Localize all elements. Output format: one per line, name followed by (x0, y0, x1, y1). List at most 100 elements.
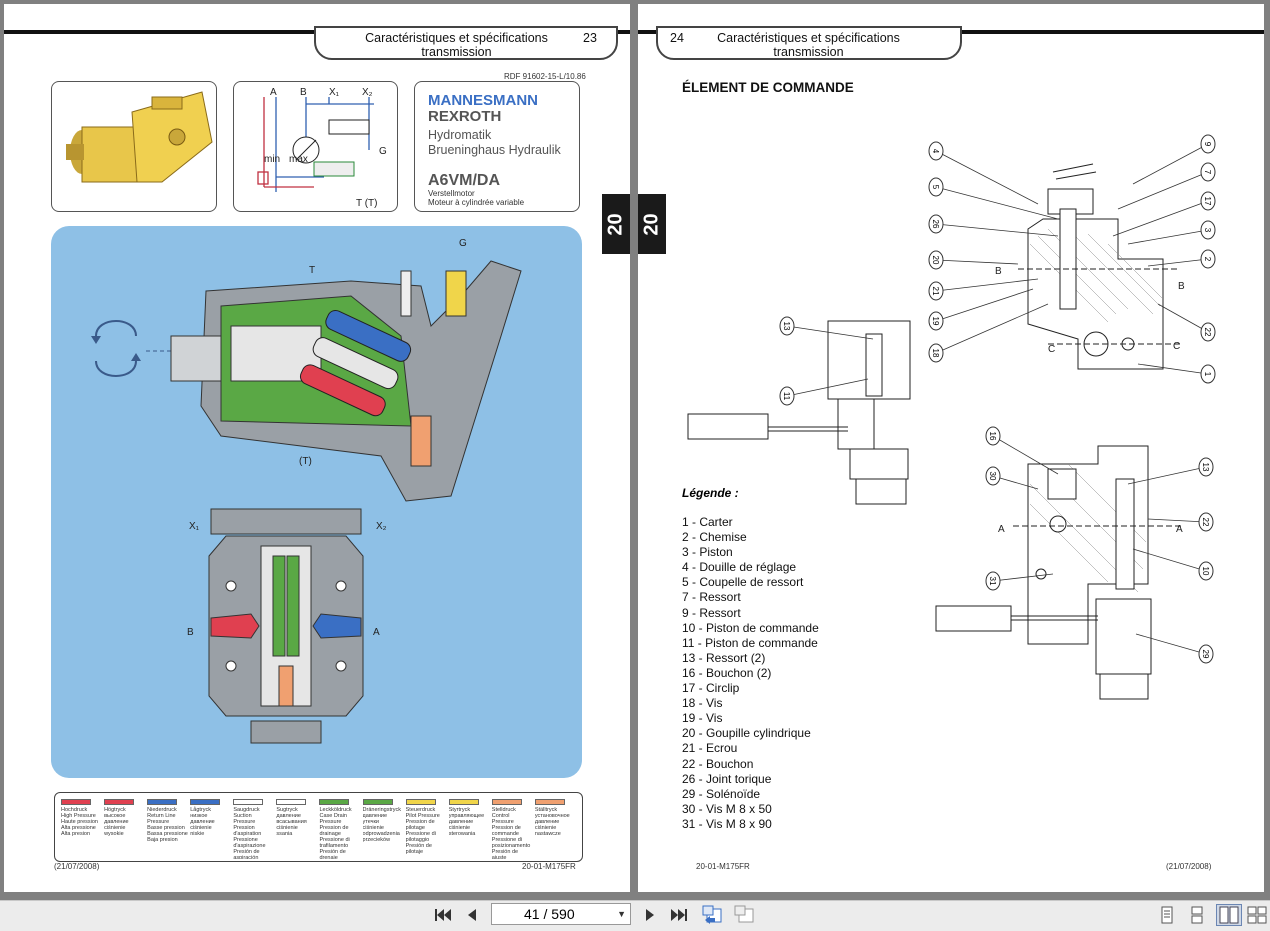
part-callout-number: 26 (931, 220, 940, 229)
pressure-legend-title: Sugtryck (276, 807, 298, 813)
part-callout: 13 (779, 316, 874, 340)
motor-photo-illustration (66, 91, 213, 183)
facing-pages-icon (1219, 906, 1239, 924)
part-callout: 4 (928, 141, 1039, 205)
pressure-legend-text: Suction Pressure Pression d'aspiration P… (233, 813, 266, 859)
part-callout: 31 (985, 571, 1054, 591)
first-page-icon (435, 909, 451, 921)
facing-view-button[interactable] (1216, 904, 1242, 926)
brand-line4: Brueninghaus Hydraulik (428, 143, 561, 157)
pressure-swatch (147, 799, 178, 805)
legend-item: 21 - Ecrou (682, 741, 738, 756)
pressure-swatch (405, 799, 436, 805)
part-callout: 18 (928, 303, 1049, 363)
schem-label-t: T (T) (356, 198, 377, 209)
part-callout: 19 (928, 288, 1034, 331)
cut-label-t: T (309, 265, 315, 276)
ref-code: RDF 91602-15-L/10.86 (504, 72, 586, 81)
schem-label-b: B (300, 87, 307, 98)
part-callout-number: 16 (988, 432, 997, 441)
page-number-value: 41 / 590 (524, 906, 575, 922)
pressure-legend-title: Saugdruck (233, 807, 260, 813)
part-callout-number: 22 (1201, 518, 1210, 527)
legend-item: 16 - Bouchon (2) (682, 665, 772, 680)
part-callout-number: 18 (931, 349, 940, 358)
section-mark-b2: B (1178, 281, 1185, 292)
go-forward-icon (734, 905, 754, 923)
first-page-button[interactable] (432, 905, 454, 925)
pressure-swatch (319, 799, 350, 805)
header-title-line1: Caractéristiques et spécifications (365, 31, 548, 45)
pressure-legend-text: установочное давление ciśnienie nastawcz… (534, 813, 570, 837)
pressure-legend-title: Styrtryck (448, 807, 471, 813)
pressure-legend-text: низкое давление ciśnienie niskie (190, 813, 215, 837)
part-callout-number: 13 (782, 322, 791, 331)
legend-item: 18 - Vis (682, 696, 723, 711)
part-callout: 11 (779, 378, 869, 406)
legend-item: 13 - Ressort (2) (682, 650, 766, 665)
schem-label-min: min (264, 154, 280, 165)
part-callout: 29 (1135, 633, 1214, 664)
last-page-button[interactable] (668, 905, 690, 925)
pressure-legend-text: Case Drain Pressure Pression de drainage… (319, 813, 350, 859)
single-page-view-button[interactable] (1154, 904, 1180, 926)
next-page-button[interactable] (640, 905, 660, 925)
part-callout-number: 20 (931, 256, 940, 265)
go-forward-button[interactable] (732, 904, 756, 924)
legend-item: 4 - Douille de réglage (682, 560, 797, 575)
hydraulic-schematic-diagram: A B X₁ X₂ G min max T (T) (257, 87, 387, 209)
part-callout: 3 (1127, 220, 1216, 245)
header-title-line2: transmission (421, 45, 492, 59)
legend-item: 17 - Circlip (682, 681, 740, 696)
schem-label-g: G (379, 146, 387, 157)
part-callout-number: 19 (931, 317, 940, 326)
continuous-view-button[interactable] (1184, 904, 1210, 926)
page-24: 24 Caractéristiques et spécifications tr… (638, 4, 1264, 892)
part-callout: 22 (1157, 303, 1216, 342)
schem-label-max: max (289, 154, 308, 165)
brand-box: MANNESMANN REXROTH Hydromatik Brueningha… (414, 81, 580, 212)
model-desc2: Moteur à cylindrée variable (428, 198, 525, 207)
part-callout-number: 29 (1201, 650, 1210, 659)
section-mark-b: B (995, 266, 1002, 277)
legend-item: 5 - Coupelle de ressort (682, 575, 804, 590)
prev-page-button[interactable] (462, 905, 482, 925)
footer-date: (21/07/2008) (54, 862, 100, 871)
cut-label-g: G (459, 238, 467, 249)
pressure-swatch (491, 799, 522, 805)
schem-label-a: A (270, 87, 277, 98)
legend-item: 2 - Chemise (682, 530, 747, 545)
page-number-field[interactable]: 41 / 590 ▼ (491, 903, 631, 925)
chevron-down-icon[interactable]: ▼ (617, 909, 626, 919)
footer-date: (21/07/2008) (1166, 862, 1212, 871)
part-callout-number: 4 (931, 149, 940, 154)
legend-item: 20 - Goupille cylindrique (682, 726, 811, 741)
pressure-legend-title: Högtryck (104, 807, 126, 813)
pressure-swatch (362, 799, 393, 805)
motor-photo (51, 81, 217, 212)
motor-cutaway-illustration: T G (T) X₁ X₂ B A (91, 238, 522, 744)
next-page-icon (646, 909, 654, 921)
part-callout: 7 (1117, 162, 1216, 210)
pressure-swatch (190, 799, 221, 805)
header-title: Caractéristiques et spécifications trans… (706, 31, 911, 59)
brand-line3: Hydromatik (428, 128, 492, 142)
hydraulic-schematic: A B X₁ X₂ G min max T (T) (233, 81, 398, 212)
legend-item: 11 - Piston de commande (682, 635, 818, 650)
part-callout-number: 1 (1203, 372, 1212, 377)
brand-line1: MANNESMANN (428, 92, 538, 109)
legend-item: 19 - Vis (682, 711, 723, 726)
part-callout-number: 31 (988, 577, 997, 586)
continuous-facing-view-button[interactable] (1246, 904, 1268, 926)
pressure-legend-title: Dräneringstryck (362, 807, 402, 813)
section-mark-c: C (1048, 344, 1055, 355)
section-mark-a2: A (1176, 524, 1183, 535)
part-callout-number: 13 (1201, 463, 1210, 472)
go-back-button[interactable] (700, 904, 724, 924)
